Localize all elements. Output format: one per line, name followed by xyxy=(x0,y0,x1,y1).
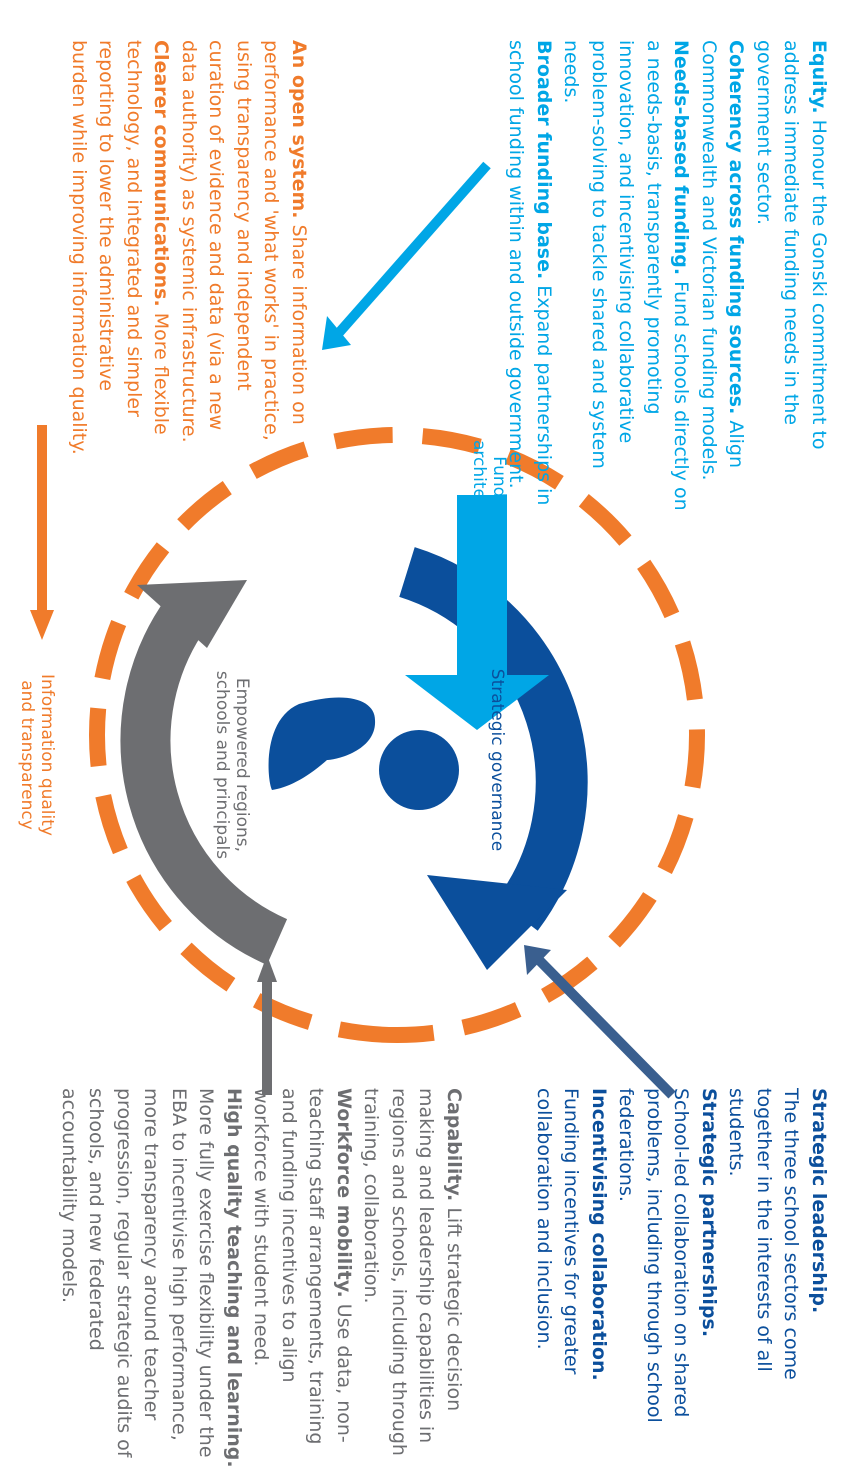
empowered-item-title: Capability. xyxy=(443,1088,465,1202)
information-label-line-1: Information quality xyxy=(37,674,57,836)
information-label-line-2: and transparency xyxy=(17,680,37,830)
empowered-item: Workforce mobility. Use data, non-teachi… xyxy=(247,1088,357,1468)
funding-item: Needs-based funding. Fund schools direct… xyxy=(557,40,695,520)
person-head xyxy=(379,730,459,810)
funding-item-title: Broader funding base. xyxy=(533,40,555,280)
empowered-arrowhead xyxy=(137,580,247,648)
empowered-item-title: High quality teaching and learning. xyxy=(223,1088,245,1468)
person-icon xyxy=(268,697,459,810)
funding-item: Broader funding base. Expand partnership… xyxy=(502,40,557,520)
funding-item-title: Needs-based funding. xyxy=(670,40,693,276)
governance-item-title: Incentivising collaboration. xyxy=(588,1088,610,1381)
governance-item-body: Funding incentives for greater collabora… xyxy=(533,1088,583,1375)
information-text-panel: An open system. Share information on per… xyxy=(65,40,313,460)
governance-item-title: Strategic partnerships. xyxy=(698,1088,720,1338)
governance-item-title: Strategic leadership. xyxy=(808,1088,830,1314)
information-item-title: An open system. xyxy=(288,40,310,219)
information-item: An open system. Share information on per… xyxy=(175,40,313,460)
information-label: Information quality and transparency xyxy=(17,655,57,855)
empowered-item: Capability. Lift strategic decision maki… xyxy=(357,1088,467,1468)
governance-connector-head xyxy=(524,945,551,975)
dashed-circle xyxy=(89,427,705,1043)
governance-label-text: Strategic governance xyxy=(487,668,507,852)
empowered-connector-head xyxy=(257,955,277,982)
funding-label-line-2: architecture xyxy=(469,440,489,543)
strategic-governance-label: Strategic governance xyxy=(487,655,507,865)
funding-arrowhead xyxy=(405,675,549,730)
information-item-title: Clearer communications. xyxy=(150,40,173,307)
funding-item: Coherency across funding sources. Align … xyxy=(695,40,750,520)
governance-item-body: School-led collaboration on shared probl… xyxy=(615,1088,693,1423)
empowered-label: Empowered regions, schools and principal… xyxy=(212,650,252,880)
information-connector-head xyxy=(30,610,54,640)
governance-arrowhead xyxy=(427,875,567,970)
funding-item-title: Coherency across funding sources. xyxy=(725,40,748,415)
governance-item: Incentivising collaboration.Funding ince… xyxy=(530,1088,613,1448)
empowered-label-line-2: schools and principals xyxy=(212,670,232,860)
funding-connector-line xyxy=(333,161,491,339)
governance-connector-line xyxy=(535,956,676,1099)
funding-arrow-shaft xyxy=(457,495,507,675)
empowered-item-title: Workforce mobility. xyxy=(333,1088,355,1298)
empowered-label-line-1: Empowered regions, xyxy=(232,677,252,853)
governance-item: Strategic leadership.The three school se… xyxy=(722,1088,832,1448)
funding-item-title: Equity. xyxy=(808,40,830,114)
funding-item: Equity. Honour the Gonski commitment to … xyxy=(750,40,833,520)
empowered-item-body: More fully exercise flexibility under th… xyxy=(58,1088,218,1458)
information-item: Clearer communications. More flexible te… xyxy=(65,40,175,460)
empowered-arc xyxy=(120,597,288,965)
funding-connector-head xyxy=(322,316,351,350)
empowered-item: High quality teaching and learning. More… xyxy=(55,1088,248,1468)
governance-item-body: The three school sectors come together i… xyxy=(725,1088,803,1380)
funding-text-panel: Equity. Honour the Gonski commitment to … xyxy=(502,40,832,520)
governance-item: Strategic partnerships.School-led collab… xyxy=(612,1088,722,1448)
governance-text-panel: Strategic leadership.The three school se… xyxy=(530,1088,833,1448)
empowered-text-panel: Capability. Lift strategic decision maki… xyxy=(55,1088,468,1468)
person-body xyxy=(268,697,376,790)
